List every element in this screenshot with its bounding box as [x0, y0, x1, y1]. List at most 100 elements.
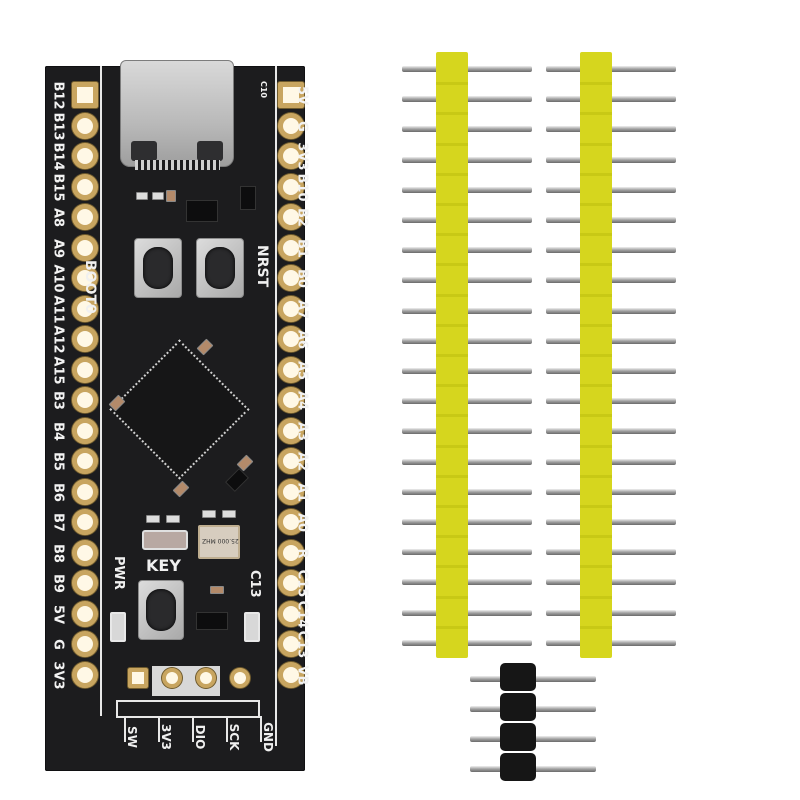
header-segment-notch — [436, 233, 468, 237]
nrst-button[interactable] — [196, 238, 244, 298]
usb-shell-tab-left — [131, 141, 157, 161]
pin-pad[interactable] — [72, 600, 98, 627]
pin-pad[interactable] — [72, 112, 98, 139]
header-segment-notch — [580, 112, 612, 116]
header-segment-notch — [436, 323, 468, 327]
swd-pin-label: 3V3 — [159, 724, 173, 750]
header-segment-notch — [436, 625, 468, 629]
smd-component — [202, 510, 216, 518]
silkscreen-line — [158, 716, 160, 742]
pin-pad[interactable] — [278, 326, 304, 352]
header-segment-notch — [436, 474, 468, 478]
pin-pad[interactable] — [72, 295, 98, 322]
boot0-button[interactable] — [134, 238, 182, 298]
pin-pad[interactable] — [72, 387, 98, 413]
pin-pad[interactable] — [72, 509, 98, 535]
pin-pad[interactable] — [278, 356, 304, 383]
swd-pin-pad[interactable] — [162, 668, 182, 688]
header-segment-notch — [436, 172, 468, 176]
power-led — [110, 612, 126, 642]
pin-pad[interactable] — [72, 173, 98, 200]
header-segment-notch — [580, 263, 612, 267]
pin-pad[interactable] — [72, 204, 98, 230]
header-segment-notch — [580, 293, 612, 297]
usb-contact-pins — [135, 160, 220, 170]
smd-component — [210, 586, 224, 594]
pin-pad[interactable] — [278, 387, 304, 413]
smd-transistor — [196, 612, 228, 630]
header-segment-notch — [436, 112, 468, 116]
pin-pad[interactable] — [278, 539, 304, 566]
header-segment-notch — [580, 595, 612, 599]
header-plastic-segment — [500, 753, 536, 781]
header-segment-notch — [580, 474, 612, 478]
header-segment-notch — [580, 414, 612, 418]
pin-pad[interactable] — [72, 631, 98, 657]
header-segment-notch — [580, 323, 612, 327]
header-segment-notch — [436, 82, 468, 86]
pin-pad[interactable] — [278, 265, 304, 291]
silkscreen-line-right — [275, 66, 277, 746]
pin-pad[interactable] — [278, 143, 304, 169]
usb-c-connector[interactable] — [120, 60, 234, 167]
pin-pad[interactable] — [278, 631, 304, 657]
swd-pin-pad[interactable] — [230, 668, 250, 688]
pin-pad[interactable] — [72, 570, 98, 596]
pin-pad[interactable] — [72, 539, 98, 566]
swd-pin-pad[interactable] — [128, 668, 148, 688]
smd-component — [136, 192, 148, 200]
header-segment-notch — [436, 203, 468, 206]
header-segment-notch — [436, 595, 468, 599]
header-segment-notch — [436, 444, 468, 448]
key-label: KEY — [146, 556, 181, 575]
silkscreen-line — [260, 716, 262, 742]
pin-pad[interactable] — [72, 417, 98, 444]
pin-pad[interactable] — [278, 509, 304, 535]
pin-pad[interactable] — [278, 82, 304, 108]
pin-pad[interactable] — [72, 356, 98, 383]
pin-pad[interactable] — [72, 661, 98, 688]
header-segment-notch — [436, 535, 468, 539]
boot0-label: BOOT0 — [82, 260, 98, 314]
pin-pad[interactable] — [278, 661, 304, 688]
swd-pin-label: DIO — [193, 724, 207, 750]
key-button[interactable] — [138, 580, 184, 640]
pin-pad[interactable] — [72, 82, 98, 108]
silkscreen-line — [124, 716, 126, 742]
pin-pad[interactable] — [278, 478, 304, 505]
pin-pad[interactable] — [278, 234, 304, 261]
pin-pad[interactable] — [72, 265, 98, 291]
pin-pad[interactable] — [72, 143, 98, 169]
pin-pad[interactable] — [278, 417, 304, 444]
pin-pad[interactable] — [72, 478, 98, 505]
pin-label: VB — [294, 665, 310, 685]
pin-pad[interactable] — [278, 295, 304, 322]
header-segment-notch — [580, 354, 612, 357]
swd-pin-pad[interactable] — [196, 668, 216, 688]
pin-pad[interactable] — [278, 173, 304, 200]
header-segment-notch — [436, 142, 468, 146]
voltage-regulator — [186, 200, 218, 222]
header-segment-notch — [436, 293, 468, 297]
main-crystal: 25.000 MHZ — [198, 525, 240, 559]
header-segment-notch — [580, 444, 612, 448]
pin-pad[interactable] — [278, 448, 304, 474]
pin-pad[interactable] — [278, 570, 304, 596]
nrst-label: NRST — [254, 245, 270, 288]
pin-pad[interactable] — [72, 234, 98, 261]
pin-pad[interactable] — [278, 204, 304, 230]
button-cap — [143, 247, 173, 289]
pin-pad[interactable] — [72, 448, 98, 474]
swd-pin-label: SCK — [227, 723, 241, 751]
pin-pad[interactable] — [278, 112, 304, 139]
cap-label: C10 — [259, 80, 269, 99]
header-segment-notch — [436, 354, 468, 357]
pin-pad[interactable] — [72, 326, 98, 352]
smd-transistor — [240, 186, 256, 210]
smd-component — [166, 515, 180, 523]
header-segment-notch — [580, 625, 612, 629]
silkscreen-line-left — [100, 66, 102, 716]
header-segment-notch — [580, 203, 612, 206]
silkscreen-line — [226, 716, 228, 742]
pin-pad[interactable] — [278, 600, 304, 627]
